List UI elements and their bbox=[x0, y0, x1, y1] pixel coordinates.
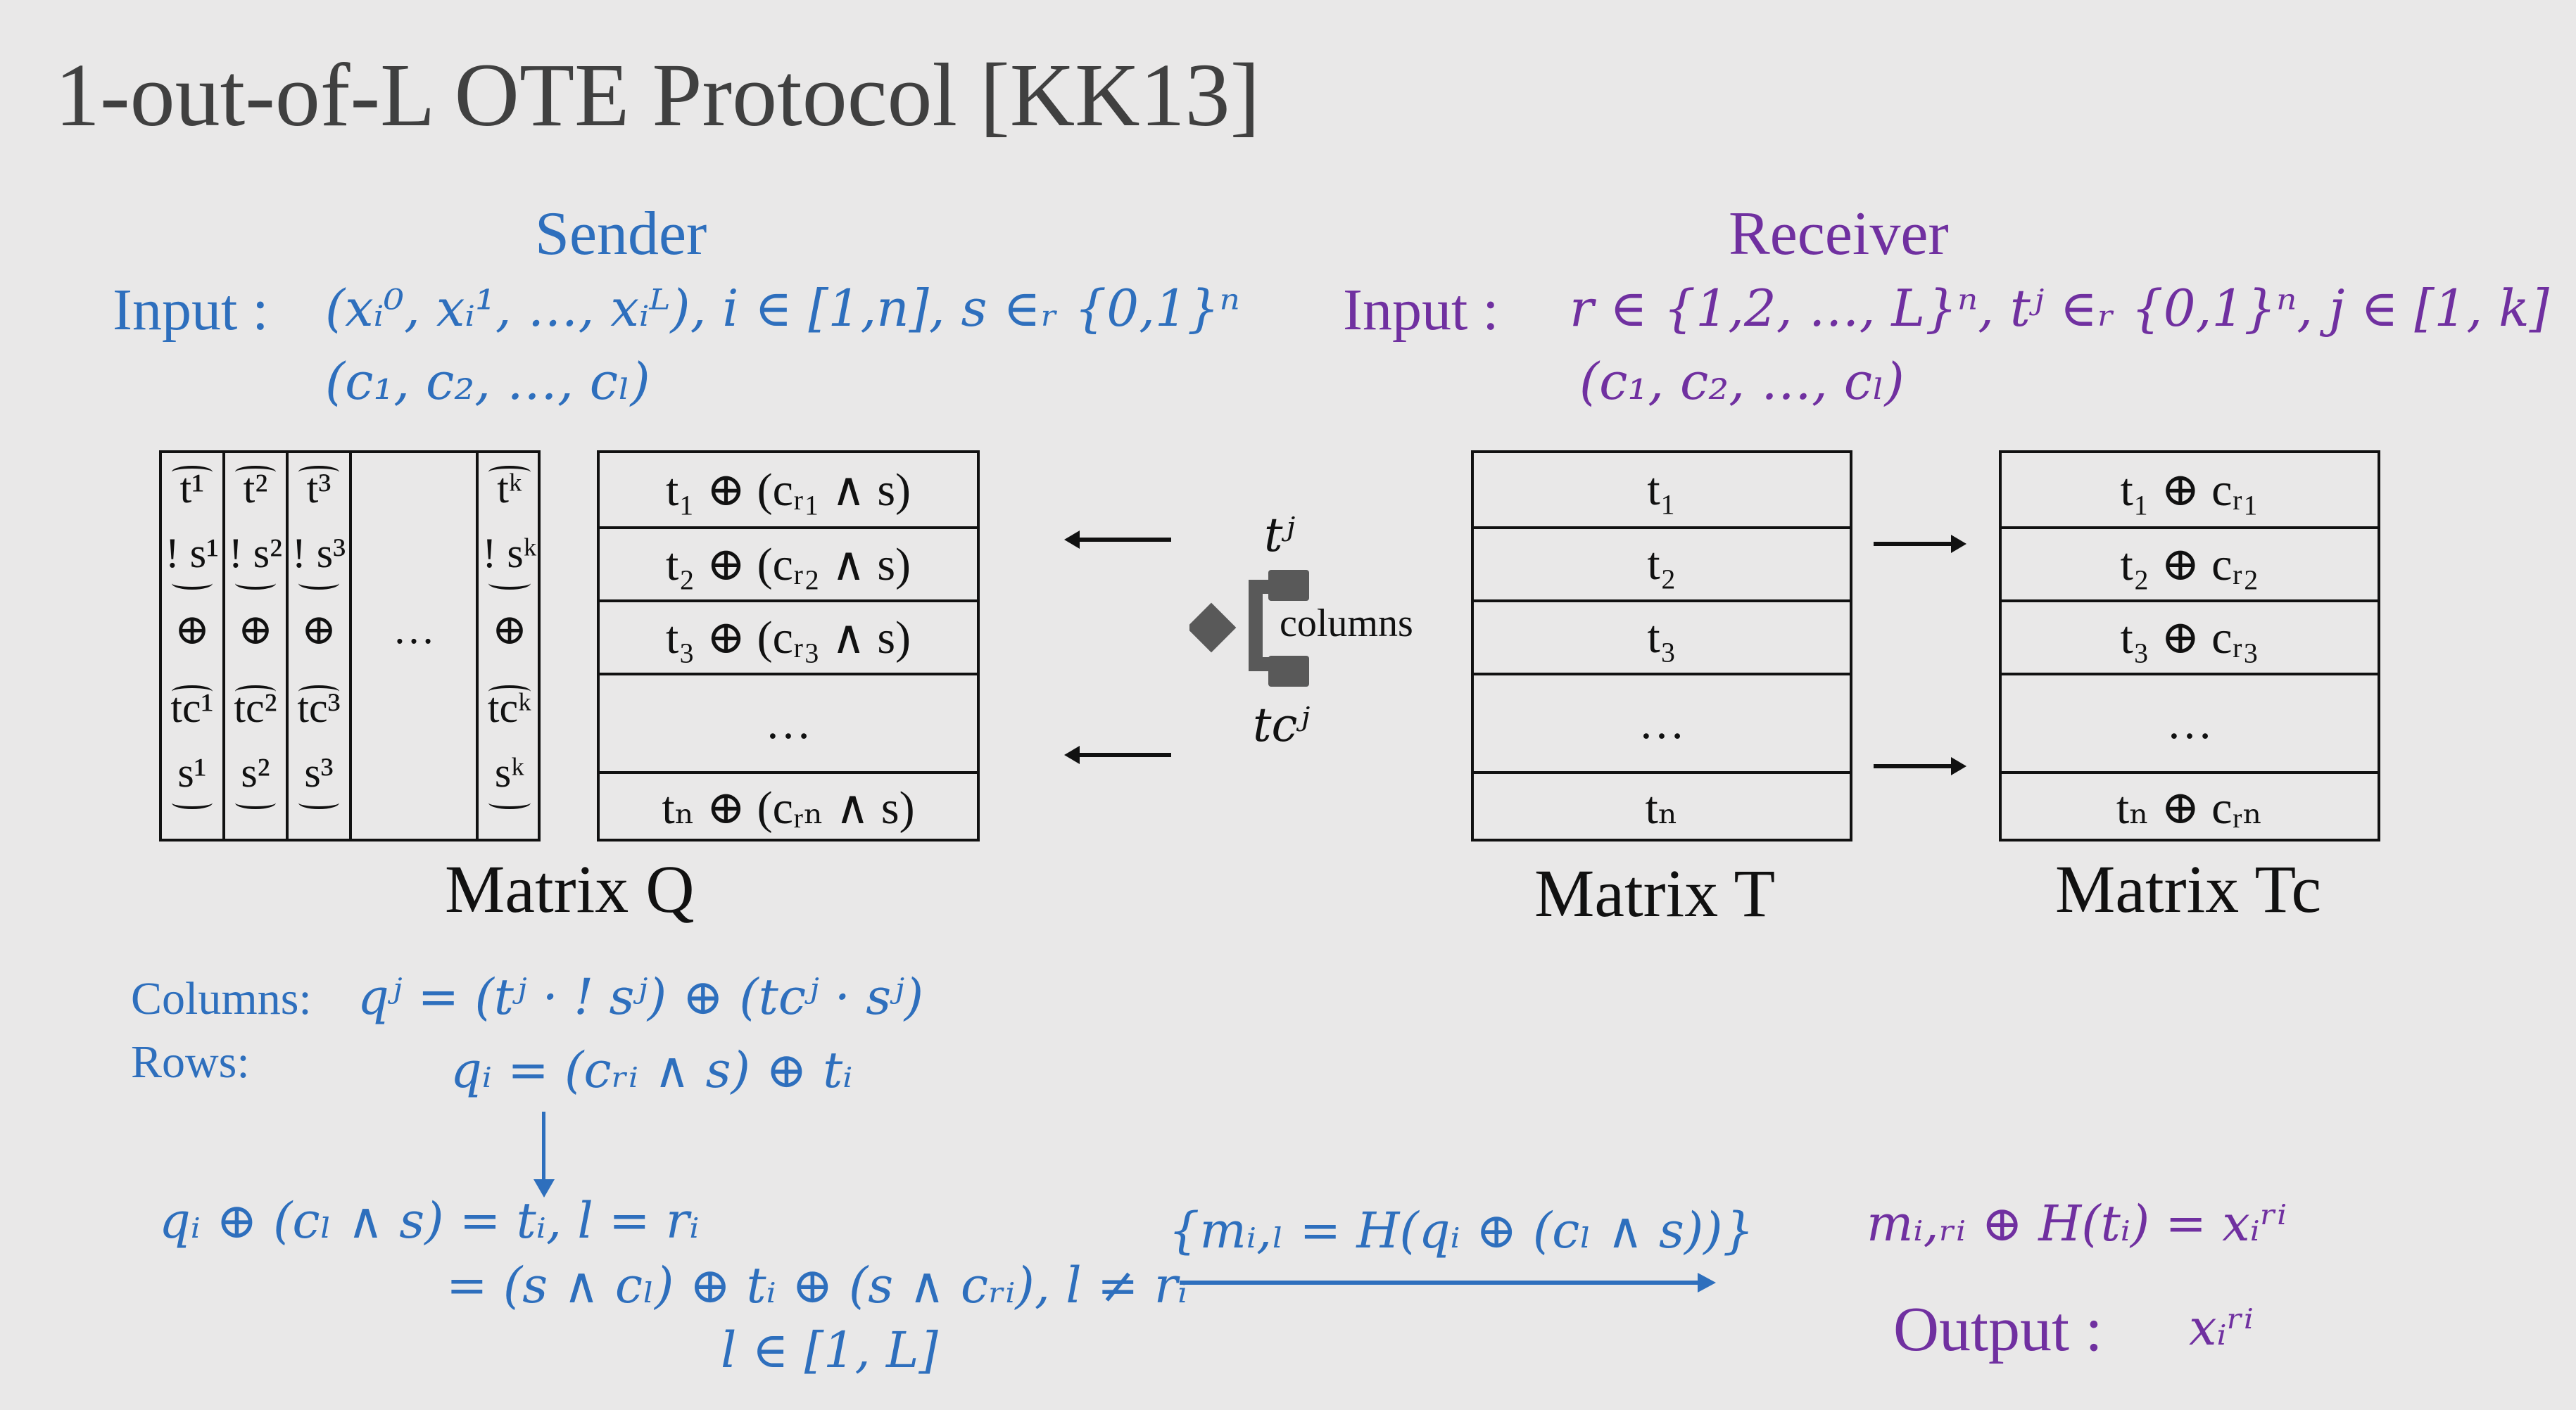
q-col-neg: ! s¹ bbox=[165, 530, 220, 576]
q-col-tc: tc² bbox=[234, 685, 277, 731]
receiver-heading: Receiver bbox=[1729, 200, 1949, 268]
output-value: xᵢʳⁱ bbox=[2189, 1299, 2254, 1357]
arrow-left-bottom bbox=[1064, 746, 1171, 764]
q-col-neg: ! s² bbox=[228, 530, 283, 576]
q-col-ellipsis: … bbox=[393, 606, 435, 652]
matrix-q-column: tᵏ ! sᵏ ⊕ tcᵏ sᵏ bbox=[479, 453, 541, 839]
q-col-xor: ⊕ bbox=[301, 606, 337, 653]
sender-input-line1: (xᵢ⁰, xᵢ¹, …, xᵢᴸ), i ∈ [1,n], s ∈ᵣ {0,1… bbox=[325, 279, 1240, 338]
table-row: … bbox=[600, 673, 977, 771]
matrix-tc-label: Matrix Tc bbox=[2055, 851, 2322, 927]
sender-input-label: Input : bbox=[113, 277, 269, 343]
table-row: tₙ ⊕ (cᵣₙ ∧ s) bbox=[600, 771, 977, 841]
tj-label: tʲ bbox=[1264, 508, 1295, 562]
q-col-tc: tcᵏ bbox=[487, 685, 532, 731]
table-row: t₃ ⊕ (cᵣ₃ ∧ s) bbox=[600, 599, 977, 673]
matrix-t-label: Matrix T bbox=[1534, 856, 1776, 931]
table-row: … bbox=[1474, 673, 1850, 771]
q-col-tc: tc¹ bbox=[170, 685, 214, 731]
arrow-down bbox=[533, 1112, 555, 1198]
q-col-xor: ⊕ bbox=[237, 606, 274, 653]
arrow-right-top bbox=[1874, 535, 1966, 553]
matrix-tc: t₁ ⊕ cᵣ₁ t₂ ⊕ cᵣ₂ t₃ ⊕ cᵣ₃ … tₙ ⊕ cᵣₙ bbox=[1999, 450, 2380, 841]
columns-label: columns bbox=[1280, 602, 1413, 645]
q-col-xor: ⊕ bbox=[491, 606, 528, 653]
sender-heading: Sender bbox=[535, 200, 707, 268]
table-row: t₁ ⊕ cᵣ₁ bbox=[2120, 464, 2259, 516]
table-row: t₁ ⊕ (cᵣ₁ ∧ s) bbox=[665, 464, 911, 516]
output-label: Output : bbox=[1893, 1295, 2103, 1364]
rows-formula: qᵢ = (cᵣᵢ ∧ s) ⊕ tᵢ bbox=[450, 1041, 853, 1099]
arrow-right-message bbox=[1180, 1273, 1716, 1292]
q-col-top: t³ bbox=[306, 465, 332, 512]
derivation-line1: qᵢ ⊕ (cₗ ∧ s) = tᵢ, l = rᵢ bbox=[159, 1192, 700, 1250]
q-col-neg: ! s³ bbox=[291, 530, 346, 576]
tcj-label: tcʲ bbox=[1253, 698, 1310, 752]
matrix-q-column-ellipsis: … bbox=[352, 453, 479, 839]
table-row: t₂ ⊕ cᵣ₂ bbox=[2002, 526, 2378, 599]
matrix-q-column: t³ ! s³ ⊕ tc³ s³ bbox=[289, 453, 352, 839]
q-col-xor: ⊕ bbox=[174, 606, 210, 653]
table-row: tₙ bbox=[1474, 771, 1850, 841]
matrix-q-column: t¹ ! s¹ ⊕ tc¹ s¹ bbox=[162, 453, 225, 839]
derivation-line2: = (s ∧ cₗ) ⊕ tᵢ ⊕ (s ∧ cᵣᵢ), l ≠ rᵢ bbox=[446, 1257, 1188, 1314]
q-col-s: s³ bbox=[304, 749, 334, 796]
matrix-t: t₁ t₂ t₃ … tₙ bbox=[1471, 450, 1852, 841]
table-row: t₁ bbox=[1647, 464, 1677, 515]
receiver-input-line2: (c₁, c₂, …, cₗ) bbox=[1579, 352, 1905, 411]
receiver-input-label: Input : bbox=[1343, 277, 1499, 343]
sender-rows-table: t₁ ⊕ (cᵣ₁ ∧ s) t₂ ⊕ (cᵣ₂ ∧ s) t₃ ⊕ (cᵣ₃ … bbox=[597, 450, 980, 841]
result-formula: mᵢ,ᵣᵢ ⊕ H(tᵢ) = xᵢʳⁱ bbox=[1867, 1195, 2287, 1252]
slide-title: 1-out-of-L OTE Protocol [KK13] bbox=[55, 45, 1261, 145]
columns-icon bbox=[1186, 566, 1316, 699]
columns-formula: qʲ = (tʲ · ! sʲ) ⊕ (tcʲ · sʲ) bbox=[358, 968, 924, 1026]
q-col-s: s² bbox=[241, 749, 270, 796]
table-row: … bbox=[2002, 673, 2378, 771]
q-col-s: s¹ bbox=[177, 749, 207, 796]
table-row: tₙ ⊕ cᵣₙ bbox=[2002, 771, 2378, 841]
derivation-line3: l ∈ [1, L] bbox=[721, 1321, 938, 1379]
sender-input-line2: (c₁, c₂, …, cₗ) bbox=[325, 352, 650, 411]
matrix-q-label: Matrix Q bbox=[445, 851, 695, 927]
rows-formula-label: Rows: bbox=[131, 1036, 250, 1088]
table-row: t₂ ⊕ (cᵣ₂ ∧ s) bbox=[600, 526, 977, 599]
table-row: t₃ ⊕ cᵣ₃ bbox=[2002, 599, 2378, 673]
q-col-top: t¹ bbox=[179, 465, 205, 512]
columns-formula-label: Columns: bbox=[131, 973, 312, 1024]
matrix-q-column: t² ! s² ⊕ tc² s² bbox=[225, 453, 289, 839]
table-row: t₃ bbox=[1474, 599, 1850, 673]
arrow-right-bottom bbox=[1874, 757, 1966, 775]
matrix-q: t¹ ! s¹ ⊕ tc¹ s¹ t² ! s² ⊕ tc² s² t³ ! s… bbox=[159, 450, 541, 841]
message-formula: {mᵢ,ₗ = H(qᵢ ⊕ (cₗ ∧ s))} bbox=[1168, 1202, 1755, 1259]
arrow-left-top bbox=[1064, 531, 1171, 549]
q-col-tc: tc³ bbox=[297, 685, 341, 731]
q-col-neg: ! sᵏ bbox=[482, 530, 537, 576]
q-col-top: tᵏ bbox=[497, 465, 522, 512]
q-col-s: sᵏ bbox=[494, 749, 525, 796]
receiver-input-line1: r ∈ {1,2, …, L}ⁿ, tʲ ∈ᵣ {0,1}ⁿ, j ∈ [1, … bbox=[1570, 279, 2549, 338]
q-col-top: t² bbox=[243, 465, 268, 512]
table-row: t₂ bbox=[1474, 526, 1850, 599]
